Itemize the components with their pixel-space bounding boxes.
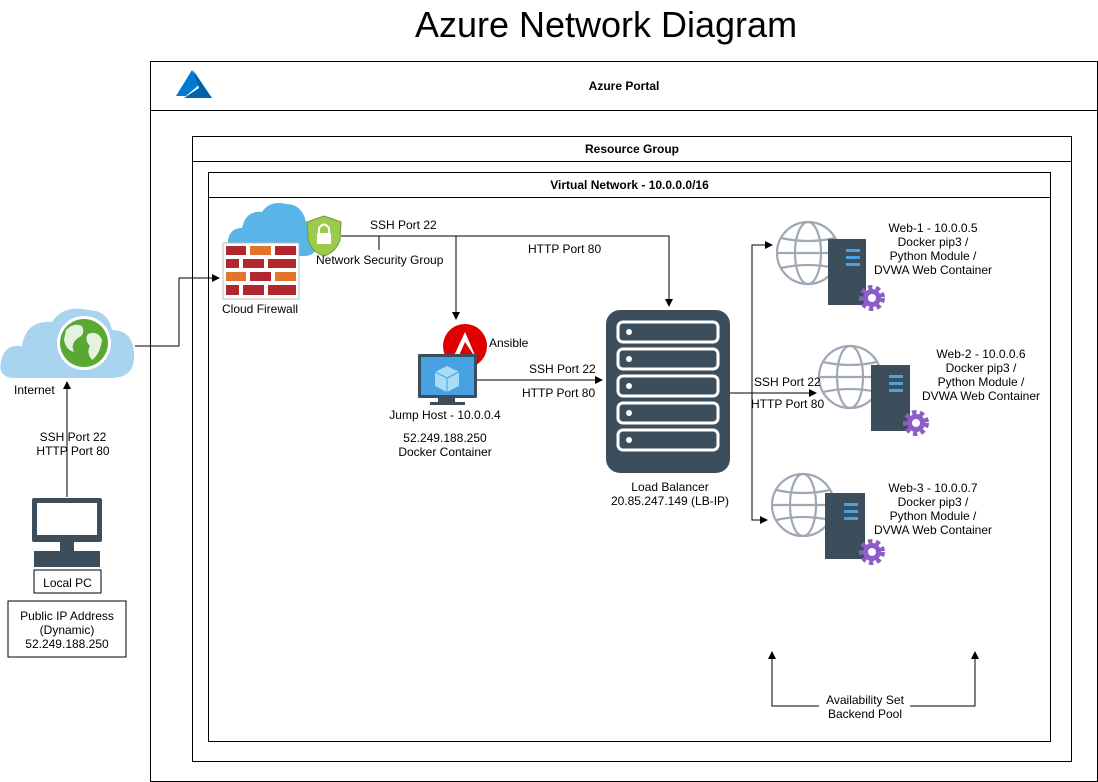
lb-to-web-3-connector — [751, 393, 768, 524]
resource-group-container: Resource Group — [192, 136, 1072, 762]
web-2-server-icon — [817, 344, 929, 436]
local-pc-ports-label: SSH Port 22 HTTP Port 80 — [36, 430, 110, 458]
globe-icon — [57, 316, 111, 370]
lb-to-web-1-connector — [751, 241, 773, 393]
diagram-title: Azure Network Diagram — [414, 4, 798, 45]
virtual-network-label: Virtual Network - 10.0.0.0/16 — [550, 178, 709, 192]
resource-group-header: Resource Group — [193, 137, 1071, 162]
firewall-to-load-balancer-connector — [456, 235, 673, 307]
resource-group-label: Resource Group — [584, 142, 680, 156]
load-balancer-ssh-label: SSH Port 22 — [754, 375, 821, 389]
firewall-ssh-label: SSH Port 22 — [370, 218, 437, 232]
jump-host-ssh-label: SSH Port 22 — [529, 362, 596, 376]
cloud-firewall-icon — [222, 203, 319, 300]
availability-set-bracket-right — [910, 651, 979, 707]
availability-set-bracket — [768, 651, 819, 707]
ansible-label: Ansible — [489, 336, 529, 350]
local-pc-label-box — [33, 569, 102, 594]
public-ip-box — [7, 600, 127, 658]
firewall-to-jump-host-connector — [341, 235, 460, 320]
load-balancer-label: Load Balancer 20.85.247.149 (LB-IP) — [610, 480, 730, 508]
jump-host-vm-icon — [418, 354, 477, 405]
web-3-server-icon — [770, 472, 885, 565]
azure-portal-label: Azure Portal — [588, 79, 660, 93]
web-2-label: Web-2 - 10.0.0.6 Docker pip3 / Python Mo… — [921, 347, 1041, 403]
local-pc-monitor-icon — [32, 498, 102, 567]
web-1-server-icon — [775, 220, 885, 311]
jump-host-details-label: 52.249.188.250 Docker Container — [398, 431, 492, 459]
public-ip-label: Public IP Address (Dynamic) 52.249.188.2… — [20, 609, 114, 651]
load-balancer-http-label: HTTP Port 80 — [751, 397, 825, 411]
network-security-group-shield-icon — [306, 215, 342, 257]
internet-to-firewall-connector — [135, 274, 220, 347]
connectors — [63, 235, 979, 707]
internet-label: Internet — [14, 383, 55, 397]
azure-logo-icon — [176, 70, 212, 98]
local-pc-label: Local PC — [43, 576, 92, 590]
firewall-http-label: HTTP Port 80 — [528, 242, 602, 256]
load-balancer-server-icon — [606, 310, 730, 473]
nsg-label: Network Security Group — [316, 253, 444, 267]
availability-set-label: Availability Set Backend Pool — [826, 693, 904, 721]
web-3-label: Web-3 - 10.0.0.7 Docker pip3 / Python Mo… — [873, 481, 993, 537]
cloud-firewall-label: Cloud Firewall — [222, 302, 299, 316]
virtual-network-container: Virtual Network - 10.0.0.0/16 — [208, 172, 1051, 742]
azure-portal-header: Azure Portal — [151, 62, 1097, 111]
virtual-network-header: Virtual Network - 10.0.0.0/16 — [209, 173, 1050, 198]
jump-host-http-label: HTTP Port 80 — [522, 386, 596, 400]
jump-host-label: Jump Host - 10.0.0.4 — [389, 408, 501, 422]
web-1-label: Web-1 - 10.0.0.5 Docker pip3 / Python Mo… — [873, 221, 993, 277]
